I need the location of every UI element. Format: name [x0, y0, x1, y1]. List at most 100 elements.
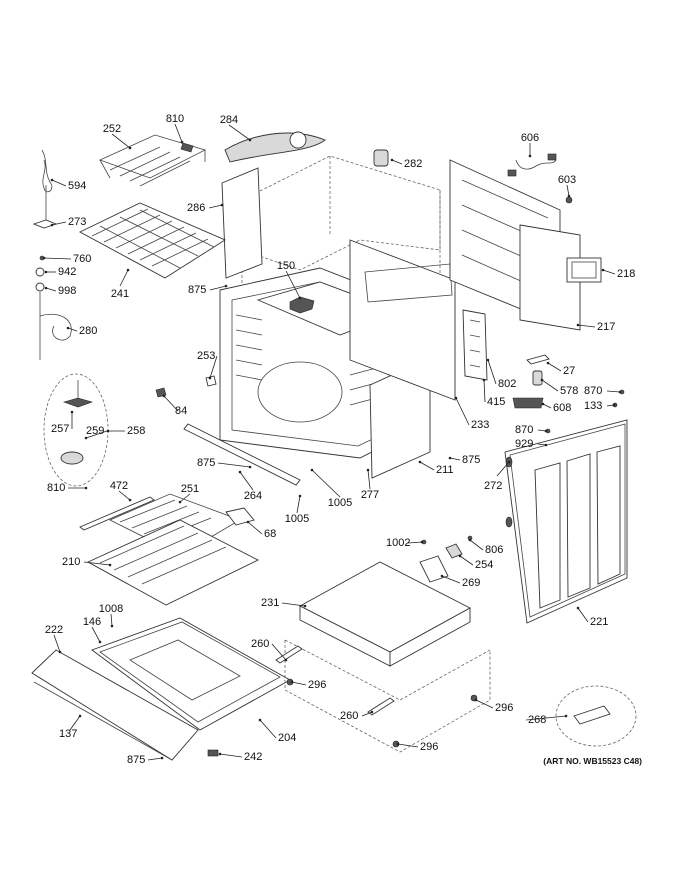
leader-dot	[98, 640, 102, 644]
callout-label-268: 268	[528, 714, 546, 726]
leader-dot	[78, 714, 82, 718]
callout-label-810a: 810	[166, 113, 184, 125]
callout-label-284: 284	[220, 114, 238, 126]
leader-dot	[310, 468, 314, 472]
component-578	[532, 370, 543, 386]
leader-line	[247, 521, 263, 535]
light-282	[373, 149, 389, 167]
callout-label-258: 258	[127, 425, 145, 437]
leader-dot	[218, 752, 222, 756]
rail-260-top	[275, 645, 303, 664]
leader-dot	[544, 429, 548, 433]
callout-label-942: 942	[58, 266, 76, 278]
callout-label-594: 594	[68, 180, 86, 192]
callout-label-1002: 1002	[386, 537, 410, 549]
leader-dot	[42, 256, 46, 260]
leader-dot	[474, 698, 478, 702]
callout-label-606: 606	[521, 132, 539, 144]
leader-line	[547, 362, 562, 372]
callout-label-146: 146	[83, 616, 101, 628]
leader-dot	[238, 470, 242, 474]
callout-label-242: 242	[244, 751, 262, 763]
leader-line	[455, 397, 470, 426]
leader-dot	[420, 540, 424, 544]
leader-line	[483, 379, 486, 403]
leader-dot	[396, 742, 400, 746]
leader-line	[110, 613, 113, 627]
callout-label-253: 253	[197, 350, 215, 362]
callout-label-222: 222	[45, 624, 63, 636]
leader-line	[83, 561, 111, 566]
glide-rack-472	[79, 496, 155, 531]
leader-line	[53, 634, 61, 653]
leader-line	[174, 123, 183, 143]
terminal-bracket	[462, 309, 488, 381]
callout-label-251: 251	[181, 483, 199, 495]
leader-dot	[567, 194, 571, 198]
callout-label-1005b: 1005	[285, 513, 309, 525]
bracket-68	[225, 507, 255, 526]
leader-line	[69, 715, 81, 731]
leader-dot	[126, 268, 130, 272]
leader-line	[259, 719, 277, 739]
leader-dot	[128, 146, 132, 150]
rail-260-bottom	[367, 697, 395, 716]
callout-label-296a: 296	[308, 679, 326, 691]
leader-dot	[546, 361, 550, 365]
leader-dot	[482, 378, 486, 382]
callout-label-603: 603	[558, 174, 576, 186]
callout-label-233: 233	[471, 419, 489, 431]
leader-dot	[246, 520, 250, 524]
leader-dot	[70, 410, 74, 414]
leader-line	[577, 324, 596, 328]
leader-line	[51, 221, 67, 226]
hinge-272-bottom	[505, 516, 513, 528]
leader-dot	[108, 563, 112, 567]
leader-line	[449, 457, 461, 461]
leader-line	[469, 539, 484, 551]
leader-dot	[540, 378, 544, 382]
callout-label-810b: 810	[47, 482, 65, 494]
callout-label-806: 806	[485, 544, 503, 556]
leader-line	[291, 681, 307, 686]
leader-line	[577, 607, 589, 623]
callout-label-259: 259	[86, 425, 104, 437]
leader-dot	[110, 624, 114, 628]
foot-242	[207, 749, 219, 757]
callout-label-221: 221	[590, 616, 608, 628]
leader-line	[45, 287, 57, 292]
leader-dot	[454, 396, 458, 400]
leader-line	[525, 715, 567, 721]
leader-line	[407, 541, 423, 544]
leader-dot	[458, 554, 462, 558]
callout-label-260a: 260	[251, 638, 269, 650]
callout-label-252: 252	[103, 123, 121, 135]
leader-line	[209, 355, 218, 379]
rack-slide-264	[183, 423, 301, 486]
callout-label-1005a: 1005	[328, 497, 352, 509]
callout-label-269: 269	[462, 577, 480, 589]
leader-dot	[220, 203, 224, 207]
leader-lines	[42, 123, 622, 761]
detail-circle-268	[555, 685, 637, 747]
leader-dot	[224, 284, 228, 288]
leader-dot	[248, 465, 252, 469]
drawer-handle-137	[33, 681, 173, 761]
leader-dot	[612, 403, 616, 407]
leader-line	[217, 462, 251, 468]
leader-line	[419, 461, 435, 471]
callout-label-578: 578	[560, 385, 578, 397]
leader-line	[496, 461, 510, 477]
leader-dot	[507, 460, 511, 464]
rack-210	[86, 519, 260, 606]
left-rack-guides	[235, 314, 263, 381]
leader-dot	[66, 326, 70, 330]
leader-line	[537, 429, 547, 432]
leader-line	[163, 395, 179, 412]
callout-label-231: 231	[261, 597, 279, 609]
leader-line	[541, 379, 559, 392]
back-panel-group	[449, 153, 602, 381]
callout-label-875b: 875	[197, 457, 215, 469]
wire-harness-606	[507, 153, 557, 177]
callout-label-27: 27	[563, 365, 575, 377]
